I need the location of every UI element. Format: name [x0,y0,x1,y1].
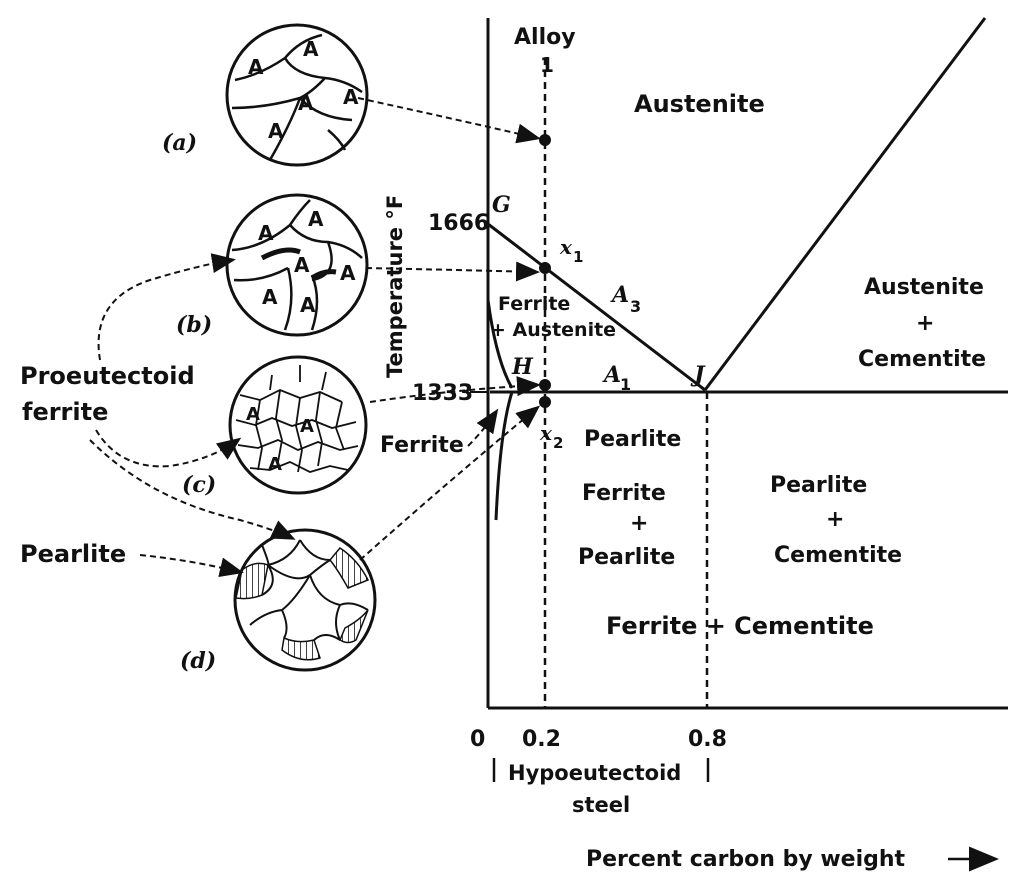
micrograph-b: A A A A A A [227,195,367,335]
point-x2 [539,396,551,408]
point-label-a1-sub: 1 [620,375,631,394]
steel-label-2: steel [572,793,630,817]
region-austenite-cementite-plus: + [916,311,934,336]
svg-text:A: A [343,85,359,109]
point-label-a1: A [602,362,621,388]
point-label-x1: x [559,235,573,259]
micrograph-a-label: (a) [162,130,197,156]
svg-text:A: A [262,285,278,309]
svg-text:A: A [298,91,314,115]
svg-text:A: A [340,261,356,285]
point-label-a3-sub: 3 [630,297,641,316]
y-axis-label: Temperature °F [383,195,407,378]
svg-text:A: A [300,416,314,437]
region-austenite: Austenite [634,90,765,118]
region-pearlite-cementite-1: Pearlite [770,473,867,498]
callout-pearlite: Pearlite [20,540,126,568]
point-label-x2: x [539,421,553,445]
svg-text:A: A [300,293,316,317]
point-label-j: J [690,362,706,388]
region-ferrite-pearlite-plus: + [630,511,648,536]
micrograph-c: A A A [230,357,366,493]
region-pearlite: Pearlite [584,427,681,452]
svg-text:A: A [248,55,264,79]
point-above-a1 [539,379,551,391]
svg-text:A: A [303,37,319,61]
region-ferrite-austenite-1: Ferrite [498,293,570,315]
micrograph-a: A A A A A [227,25,367,165]
alloy-label: Alloy [514,25,576,50]
region-austenite-cementite-2: Cementite [858,347,986,372]
arrow-proeutectoid-b [99,260,232,360]
point-x1 [539,262,551,274]
svg-text:A: A [294,253,310,277]
region-ferrite: Ferrite [380,433,464,458]
point-label-a3: A [610,282,629,308]
alloy-point-austenite [539,134,551,146]
acm-line [705,18,985,390]
callout-proeutectoid-2: ferrite [22,398,108,426]
temp-1666: 1666 [428,211,489,236]
x-tick-0-8: 0.8 [688,727,727,752]
point-label-x1-sub: 1 [573,248,583,266]
point-label-g: G [492,192,511,218]
region-pearlite-cementite-plus: + [826,507,844,532]
svg-text:A: A [308,207,324,231]
arrow-pearlite [140,555,240,572]
region-ferrite-austenite-2: + Austenite [490,319,616,341]
arrow-d [360,408,537,560]
region-ferrite-cementite: Ferrite + Cementite [606,612,874,640]
micrograph-c-label: (c) [182,472,216,498]
region-ferrite-pearlite-1: Ferrite [582,481,666,506]
arrow-a [358,98,537,138]
point-label-h: H [511,354,534,380]
svg-text:A: A [246,404,260,425]
svg-text:A: A [268,119,284,143]
ferrite-solubility-curve [496,392,512,520]
arrow-ferrite [468,412,496,446]
micrograph-b-label: (b) [176,312,212,338]
arrow-proeutectoid-c [96,430,238,466]
svg-text:A: A [268,454,282,475]
alloy-number: 1 [540,53,554,77]
point-label-x2-sub: 2 [553,434,563,452]
x-tick-0: 0 [470,727,485,752]
steel-label-1: Hypoeutectoid [508,761,681,785]
callout-proeutectoid-1: Proeutectoid [20,362,195,390]
x-tick-0-2: 0.2 [522,727,561,752]
region-austenite-cementite-1: Austenite [864,275,984,300]
svg-text:A: A [258,221,274,245]
micrograph-d [235,530,375,670]
micrograph-d-label: (d) [180,648,216,674]
region-ferrite-pearlite-2: Pearlite [578,545,675,570]
region-pearlite-cementite-2: Cementite [774,543,902,568]
x-axis-label: Percent carbon by weight [586,847,906,872]
